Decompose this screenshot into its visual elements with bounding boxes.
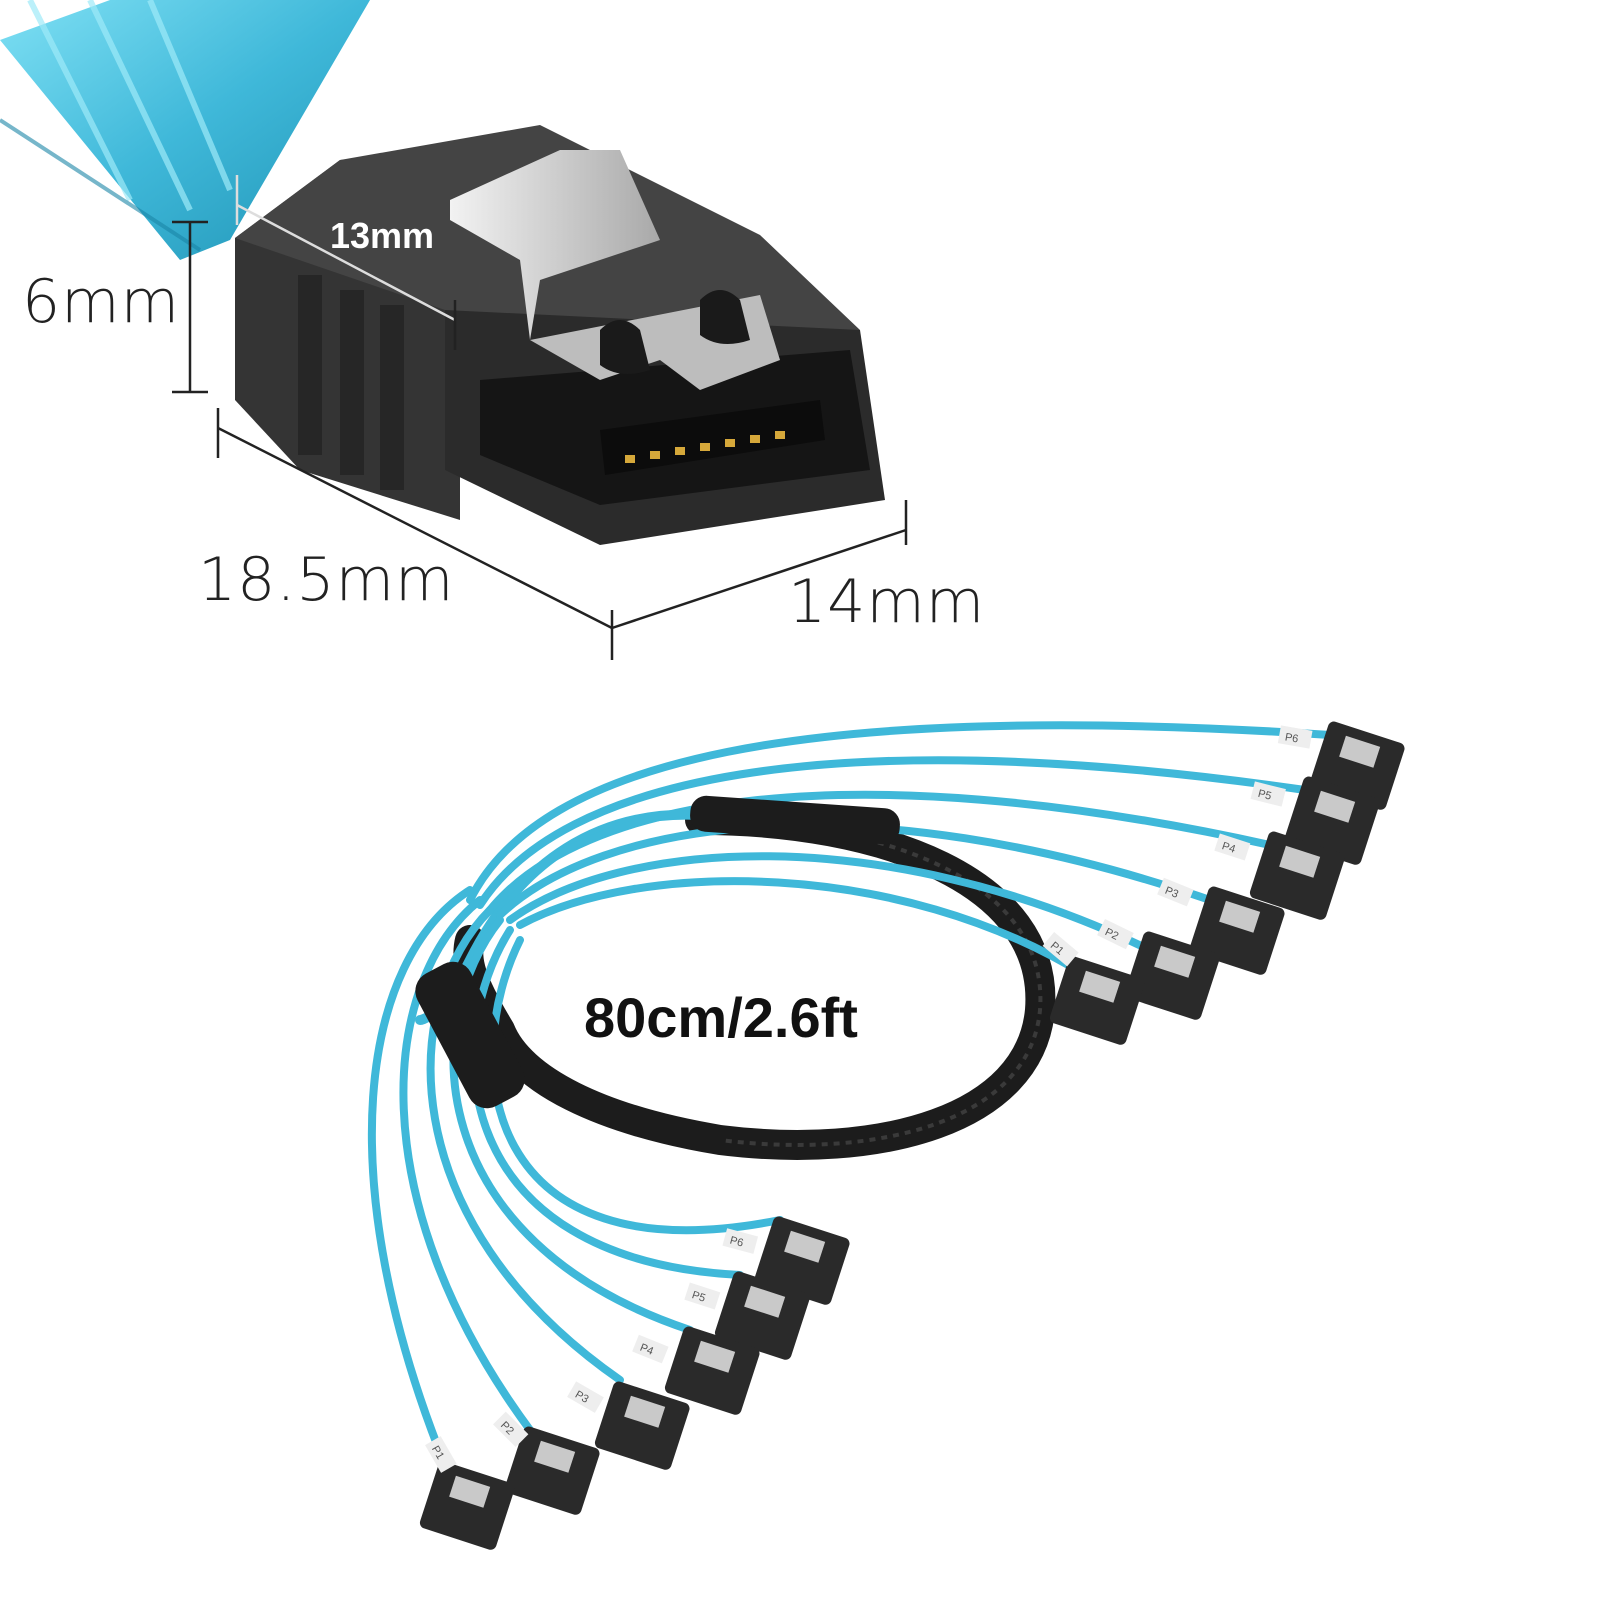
port-label-p6: P6 <box>1284 731 1299 745</box>
cable-length-label: 80cm/2.6ft <box>584 986 858 1049</box>
fanout-cable: P6 P5 P4 P3 P2 P1 P6 P5 P4 P3 P2 P1 <box>367 721 1405 1550</box>
dimension-depth-label: 18.5mm <box>198 545 455 615</box>
port-label-lower-p5: P5 <box>690 1289 707 1305</box>
lower-connectors <box>419 1216 850 1550</box>
port-label-lower-p3: P3 <box>573 1389 591 1406</box>
dimension-height-label: 6mm <box>22 267 181 337</box>
port-label-p5: P5 <box>1257 788 1273 803</box>
big-connector <box>0 0 885 545</box>
port-label-lower-p6: P6 <box>729 1235 745 1250</box>
port-label-p2: P2 <box>1103 926 1120 943</box>
connector-pins <box>625 431 785 463</box>
big-cable <box>0 0 370 260</box>
dimension-width-label: 13mm <box>330 215 435 256</box>
port-label-p4: P4 <box>1220 840 1237 856</box>
port-label-lower-p1: P1 <box>429 1444 446 1462</box>
upper-connectors <box>1049 721 1405 1045</box>
latch <box>450 150 660 340</box>
braided-sleeve <box>453 805 1056 1160</box>
dimension-lines <box>172 175 908 660</box>
lower-port-labels: P6 P5 P4 P3 P2 P1 <box>425 1228 759 1473</box>
dimension-front-width-label: 14mm <box>788 567 986 637</box>
port-label-p3: P3 <box>1163 885 1180 901</box>
upper-port-labels: P6 P5 P4 P3 P2 P1 <box>1042 725 1313 967</box>
port-label-lower-p4: P4 <box>638 1342 655 1358</box>
